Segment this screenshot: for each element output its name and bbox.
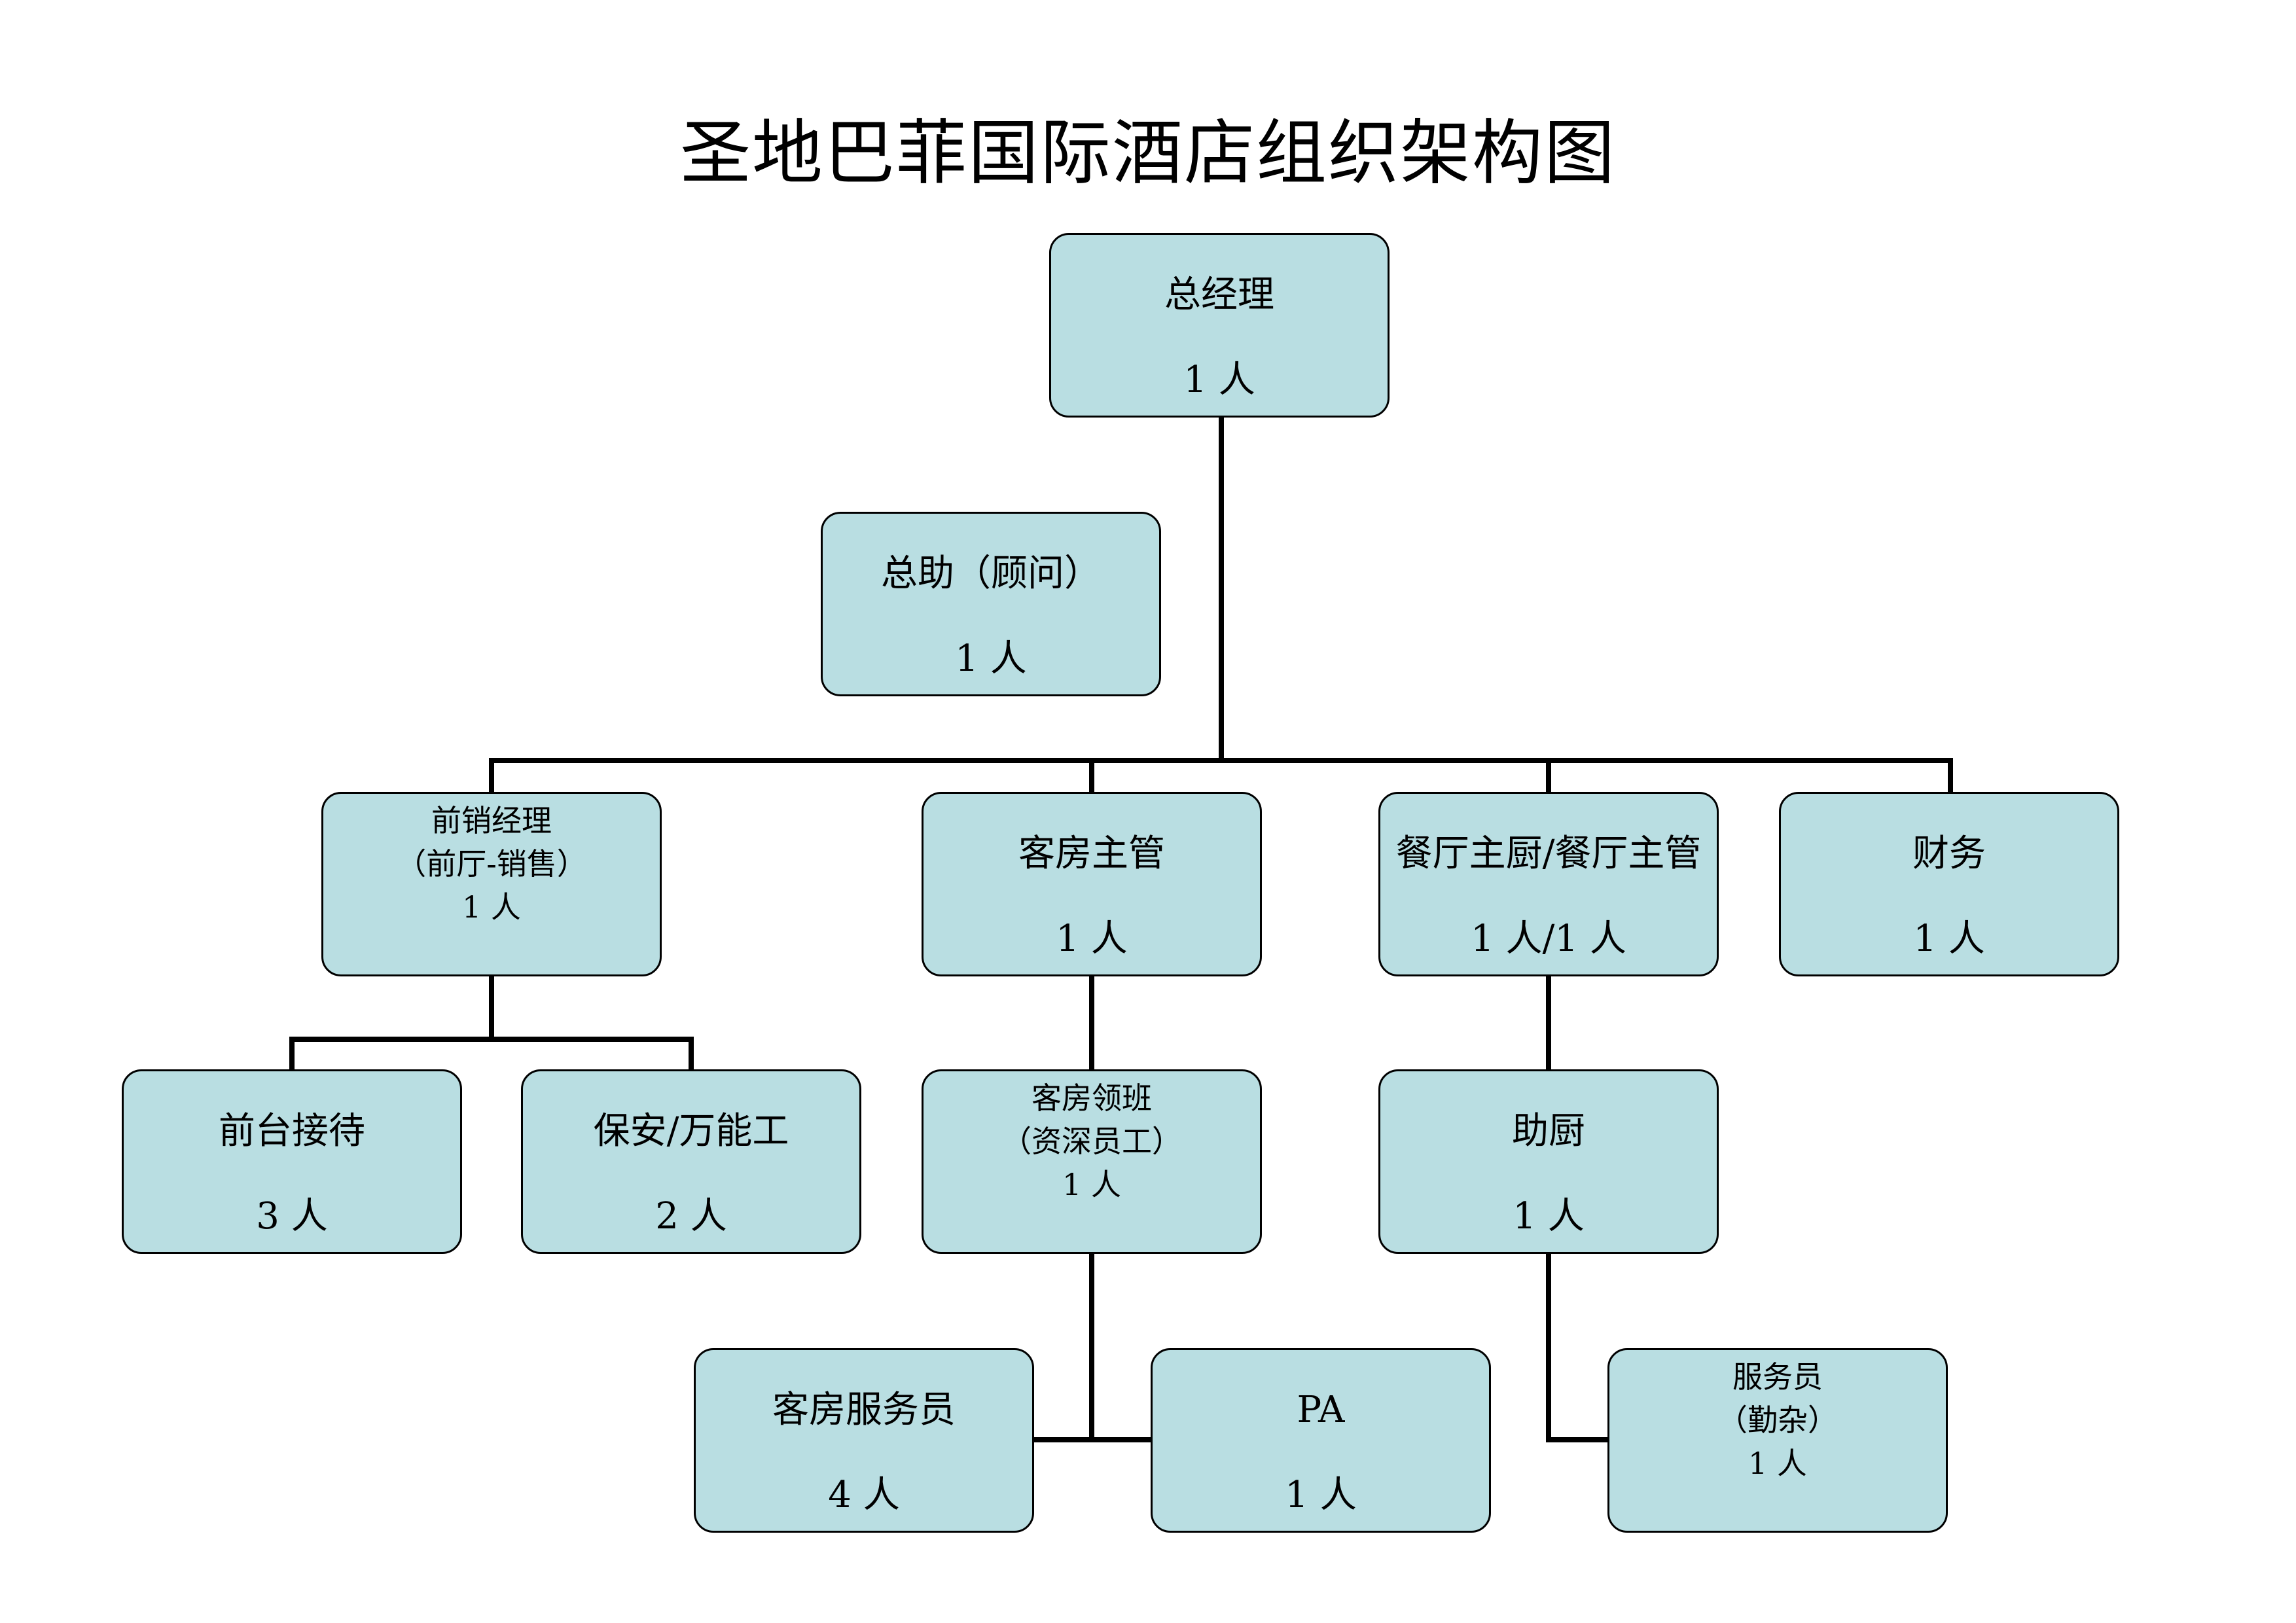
sales-manager-role: 前销经理	[431, 803, 552, 838]
node-pa: PA 1 人	[1151, 1348, 1491, 1533]
waiter-count: 1 人	[1748, 1446, 1807, 1481]
pa-count: 1 人	[1285, 1474, 1357, 1516]
node-sales-manager: 前销经理 （前厅-销售） 1 人	[321, 792, 662, 976]
node-finance: 财务 1 人	[1779, 792, 2119, 976]
node-front-desk: 前台接待 3 人	[122, 1069, 462, 1254]
waiter-sub: （勤杂）	[1717, 1402, 1838, 1438]
node-assistant-chef: 助厨 1 人	[1378, 1069, 1719, 1254]
waiter-role: 服务员	[1732, 1359, 1823, 1395]
pa-role: PA	[1297, 1389, 1345, 1431]
restaurant-head-role: 餐厅主厨/餐厅主管	[1395, 832, 1702, 875]
front-desk-role: 前台接待	[219, 1110, 365, 1152]
front-desk-count: 3 人	[256, 1195, 328, 1238]
chart-title: 圣地巴菲国际酒店组织架构图	[679, 113, 1616, 194]
housekeeping-lead-count: 1 人	[1062, 1167, 1121, 1202]
node-assistant: 总助（顾问） 1 人	[821, 512, 1161, 696]
assistant-count: 1 人	[955, 637, 1027, 680]
general-manager-role: 总经理	[1164, 274, 1274, 316]
connector-assistant-chef-to-waiter	[1546, 1251, 1610, 1442]
housekeeping-supervisor-role: 客房主管	[1018, 832, 1165, 875]
general-manager-count: 1 人	[1183, 359, 1255, 401]
sales-manager-count: 1 人	[462, 889, 521, 925]
restaurant-head-count: 1 人/1 人	[1471, 918, 1626, 960]
housekeeping-supervisor-count: 1 人	[1056, 918, 1128, 960]
security-count: 2 人	[655, 1195, 727, 1238]
node-restaurant-head: 餐厅主厨/餐厅主管 1 人/1 人	[1378, 792, 1719, 976]
node-general-manager: 总经理 1 人	[1049, 233, 1390, 418]
room-attendant-role: 客房服务员	[772, 1389, 956, 1431]
node-room-attendant: 客房服务员 4 人	[694, 1348, 1034, 1533]
finance-role: 财务	[1912, 832, 1986, 875]
room-attendant-count: 4 人	[828, 1474, 900, 1516]
node-waiter: 服务员 （勤杂） 1 人	[1607, 1348, 1948, 1533]
security-role: 保安/万能工	[593, 1110, 789, 1152]
assistant-chef-count: 1 人	[1513, 1195, 1585, 1238]
node-housekeeping-supervisor: 客房主管 1 人	[922, 792, 1262, 976]
housekeeping-lead-sub: （资深员工）	[1001, 1124, 1182, 1159]
sales-manager-sub: （前厅-销售）	[396, 846, 587, 882]
finance-count: 1 人	[1913, 918, 1985, 960]
housekeeping-lead-role: 客房领班	[1031, 1080, 1152, 1116]
assistant-chef-role: 助厨	[1512, 1110, 1585, 1152]
node-housekeeping-lead: 客房领班 （资深员工） 1 人	[922, 1069, 1262, 1254]
assistant-role: 总助（顾问）	[881, 552, 1101, 595]
node-security: 保安/万能工 2 人	[521, 1069, 861, 1254]
